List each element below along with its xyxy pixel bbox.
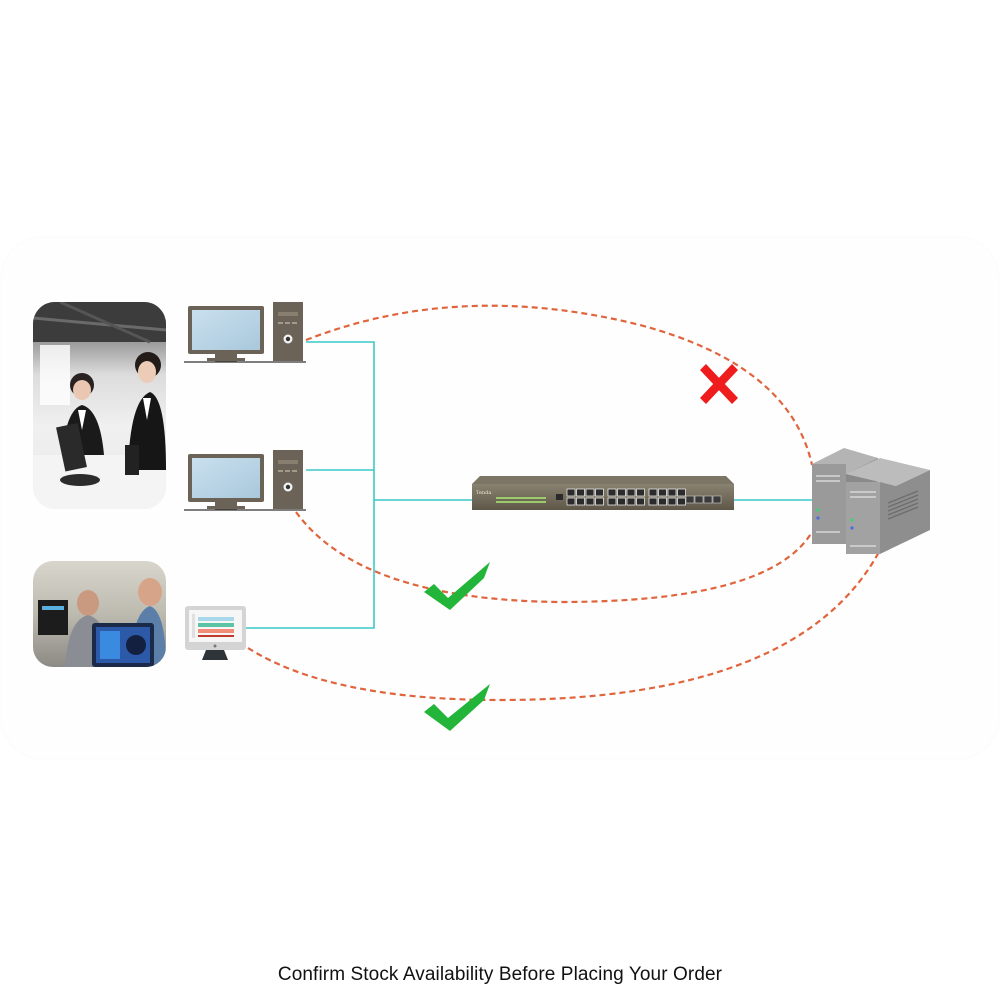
rj45-port	[607, 488, 617, 497]
rj45-port	[585, 488, 595, 497]
all-in-one-monitor	[185, 606, 246, 660]
path-pc1-server-blocked	[305, 304, 814, 466]
rj45-port	[576, 488, 585, 497]
rj45-port	[617, 488, 626, 497]
solid-links	[246, 341, 812, 629]
link-pc1-switch	[246, 341, 375, 629]
rj45-port	[667, 497, 677, 506]
desktop-computer-1	[184, 302, 306, 363]
allowed-check-icon-1	[424, 562, 490, 610]
desktop-computer-2	[184, 450, 306, 511]
rj45-port	[658, 488, 667, 497]
office-photo	[33, 302, 166, 509]
sfp-ports	[685, 495, 722, 504]
allowed-check-icon-2	[424, 684, 490, 731]
rj45-ports	[566, 488, 686, 506]
switch-status-leds	[496, 497, 546, 503]
sfp-port	[694, 495, 704, 504]
rj45-port	[636, 497, 645, 506]
path-monitor-server-allowed	[247, 549, 881, 702]
console-port	[556, 494, 563, 500]
rj45-port	[658, 497, 667, 506]
rj45-port	[566, 497, 576, 506]
rj45-port	[648, 488, 658, 497]
sfp-port	[703, 495, 713, 504]
rj45-port	[595, 497, 604, 506]
rj45-port	[626, 497, 636, 506]
rj45-port	[566, 488, 576, 497]
caption: Confirm Stock Availability Before Placin…	[277, 964, 723, 985]
rj45-port	[626, 488, 636, 497]
rj45-port	[607, 497, 617, 506]
switch-brand-label: Tenda	[476, 490, 491, 496]
sfp-port	[712, 495, 722, 504]
rj45-port	[617, 497, 626, 506]
rj45-port	[677, 488, 686, 497]
rj45-port	[595, 488, 604, 497]
lab-photo	[33, 561, 166, 667]
isolation-paths	[247, 304, 881, 702]
rj45-port	[636, 488, 645, 497]
network-switch: Tenda	[472, 476, 734, 510]
rj45-port	[667, 488, 677, 497]
blocked-cross-icon	[700, 364, 738, 404]
rj45-port	[576, 497, 585, 506]
sfp-port	[685, 495, 695, 504]
rj45-port	[648, 497, 658, 506]
rj45-port	[677, 497, 686, 506]
server	[812, 448, 930, 554]
rj45-port	[585, 497, 595, 506]
